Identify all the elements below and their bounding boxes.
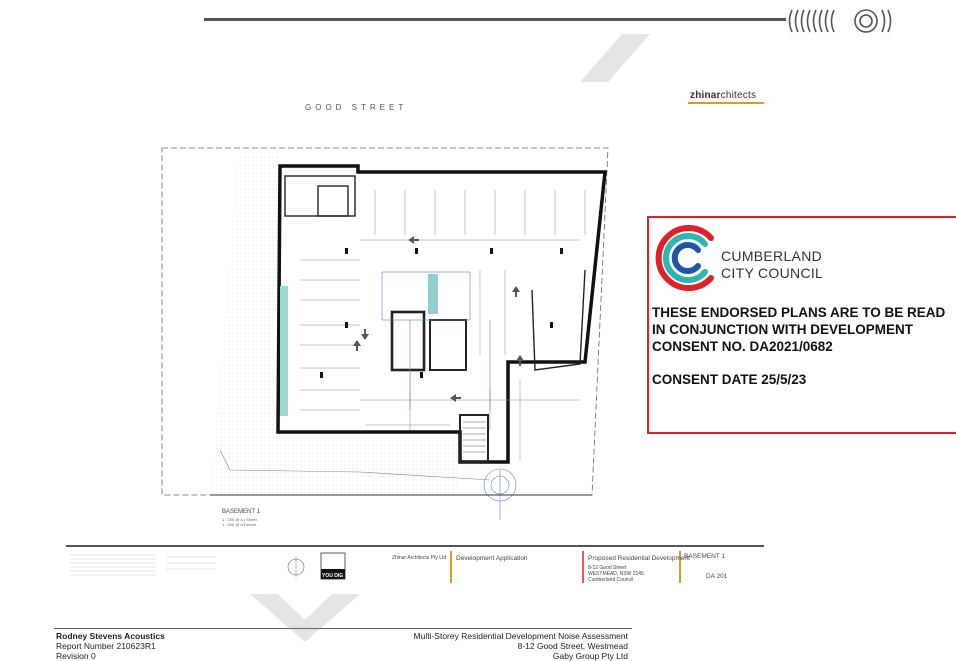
footer-rule xyxy=(54,628,632,629)
basement-scale: 1 : 200 @ A1 Sheet 1 : 400 @ A3 sheet xyxy=(222,517,257,527)
basement-floor-plan xyxy=(161,147,609,520)
endorsement-text: THESE ENDORSED PLANS ARE TO BE READ IN C… xyxy=(652,305,946,354)
revision: Revision 0 xyxy=(56,651,96,661)
council-endorsement-stamp: CUMBERLAND CITY COUNCIL THESE ENDORSED P… xyxy=(647,216,956,434)
sheet-title: BASEMENT 1 xyxy=(684,553,726,560)
council-name-small: Cumberland Council xyxy=(588,577,634,583)
architect-logo: zhinarchitects xyxy=(690,90,757,101)
document-title: Multi-Storey Residential Development Noi… xyxy=(413,631,628,641)
drawing-title-block: YOU DIG Zhinar Architects Pty Ltd Develo… xyxy=(66,545,764,585)
drawing-stage: Development Application xyxy=(456,555,528,562)
company-name: Rodney Stevens Acoustics xyxy=(56,631,165,641)
footer-left: Rodney Stevens Acoustics Report Number 2… xyxy=(56,631,165,661)
drawing-number: DA 201 xyxy=(706,573,728,580)
client-name: Gaby Group Pty Ltd xyxy=(552,651,628,661)
project-name: Proposed Residential Development xyxy=(588,555,690,562)
title-block-grid xyxy=(70,551,681,583)
cumberland-council-logo-icon xyxy=(655,225,714,291)
project-address-2: WESTMEAD, NSW 2145 xyxy=(588,571,644,577)
council-name: CUMBERLAND CITY COUNCIL xyxy=(721,248,824,281)
site-address: 8-12 Good Street, Westmead xyxy=(517,641,628,651)
architect-logo-underline xyxy=(688,102,764,104)
street-label: GOOD STREET xyxy=(305,103,408,112)
chevron-down-icon xyxy=(250,594,360,642)
project-address-1: 8-12 Good Street xyxy=(588,565,627,571)
report-number: Report Number 210623R1 xyxy=(56,641,156,651)
consent-date: CONSENT DATE 25/5/23 xyxy=(652,372,807,387)
header-rule xyxy=(204,18,786,21)
architect-name: Zhinar Architects Pty Ltd xyxy=(392,555,447,561)
acoustic-waves-icon xyxy=(788,9,892,33)
dial-before-you-dig: YOU DIG xyxy=(322,573,344,579)
chevron-up-decoration xyxy=(580,34,650,82)
basement-label: BASEMENT 1 xyxy=(222,509,260,515)
footer-right: Multi-Storey Residential Development Noi… xyxy=(360,631,628,661)
